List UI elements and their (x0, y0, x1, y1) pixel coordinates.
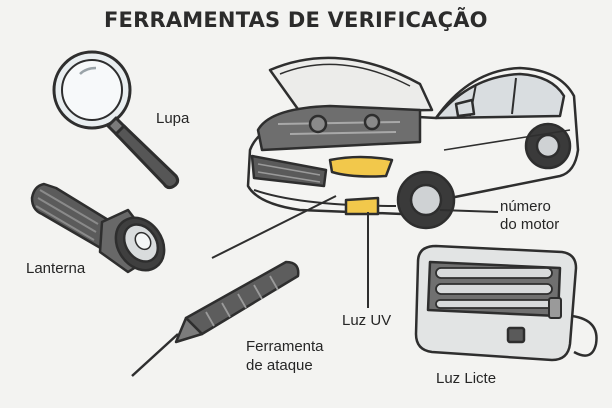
leader-probe (211, 195, 337, 259)
label-numero-line1: número (500, 198, 551, 215)
magnifier-icon (52, 50, 180, 190)
label-ferramenta-line1: Ferramenta (246, 338, 324, 355)
label-lanterna: Lanterna (26, 260, 86, 277)
probe-tool-icon (131, 260, 300, 377)
flashlight-icon (30, 182, 166, 274)
label-lupa: Lupa (156, 110, 190, 127)
leader-engine-number (439, 209, 499, 213)
leader-lines (211, 195, 499, 308)
label-luz-licte: Luz Licte (436, 370, 497, 387)
uv-lamp-icon (414, 244, 598, 362)
diagram-title: FERRAMENTAS DE VERIFICAÇÃO (104, 8, 488, 32)
label-numero-line2: do motor (500, 216, 560, 233)
label-ferramenta-line2: de ataque (246, 357, 313, 374)
label-luz-uv: Luz UV (342, 312, 392, 329)
car-illustration (246, 56, 580, 230)
